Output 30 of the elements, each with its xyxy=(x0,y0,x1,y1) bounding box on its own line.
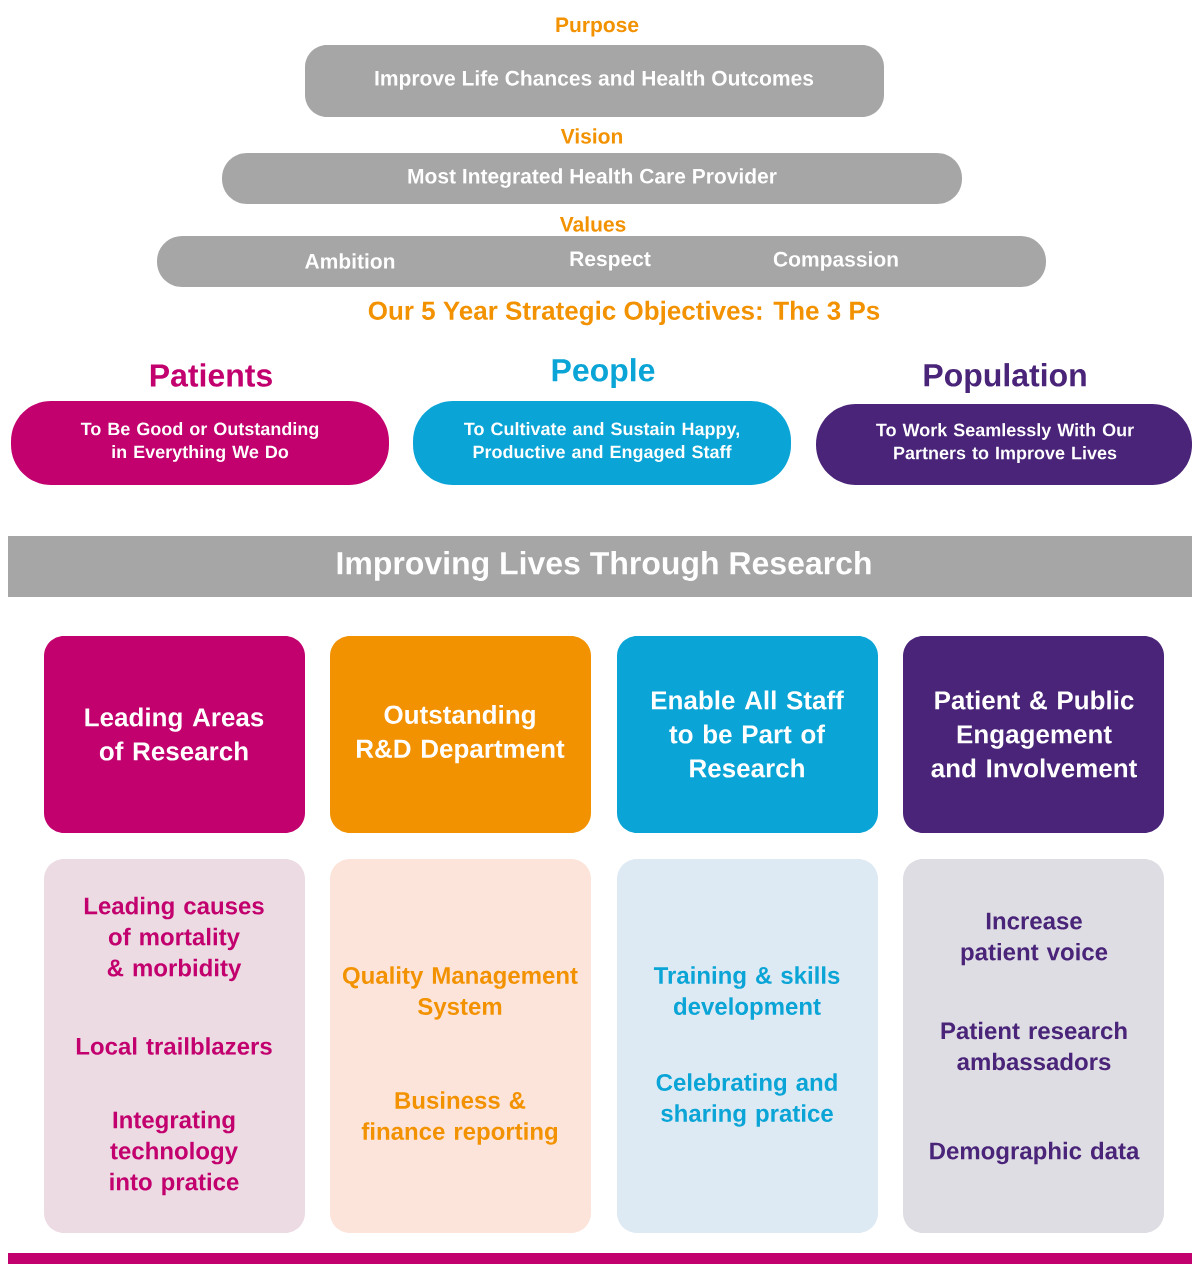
box-text: To Cultivate and Sustain Happy, Productive and Engaged Staff xyxy=(464,422,739,462)
box-text: Leading Areas of Research xyxy=(85,707,264,761)
box-text: Outstanding R&D Department xyxy=(357,704,565,764)
heading: People xyxy=(552,358,655,388)
heading: Values xyxy=(559,216,626,232)
box-text: To Be Good or Outstanding in Everything We Do xyxy=(80,422,319,462)
value-label: Respect xyxy=(570,251,651,271)
value-label: Ambition xyxy=(305,253,395,269)
section-heading: Our 5 Year Strategic Objectives: The 3 Ps xyxy=(368,300,880,326)
box-text: Improve Life Chances and Health Outcomes xyxy=(375,70,814,90)
heading: Population xyxy=(924,363,1086,393)
box-text: To Work Seamlessly With Our Partners to Improve Lives xyxy=(876,423,1134,463)
banner-text: Improving Lives Through Research xyxy=(337,551,871,581)
list-item: Business & finance reporting xyxy=(361,1091,558,1145)
heading: Vision xyxy=(560,128,623,144)
list-item: Demographic data xyxy=(930,1141,1140,1165)
box-text: Patient & Public Engagement and Involvement xyxy=(931,690,1137,778)
list-item: Quality Management System xyxy=(342,966,578,1020)
list-item: Leading causes of mortality & morbidity xyxy=(84,896,264,982)
value-label: Compassion xyxy=(773,251,898,271)
list-item: Patient research ambassadors xyxy=(941,1021,1127,1071)
list-item: Local trailblazers xyxy=(76,1037,272,1055)
heading: Patients xyxy=(150,363,272,387)
heading: Purpose xyxy=(556,17,639,37)
list-item: Training & skills development xyxy=(653,966,840,1020)
list-item: Increase patient voice xyxy=(961,912,1108,966)
list-item: Celebrating and sharing pratice xyxy=(656,1073,837,1127)
box-text: Enable All Staff to be Part of Research xyxy=(651,690,844,778)
list-item: Integrating technology into pratice xyxy=(110,1110,239,1196)
box-text: Most Integrated Health Care Provider xyxy=(408,168,777,188)
